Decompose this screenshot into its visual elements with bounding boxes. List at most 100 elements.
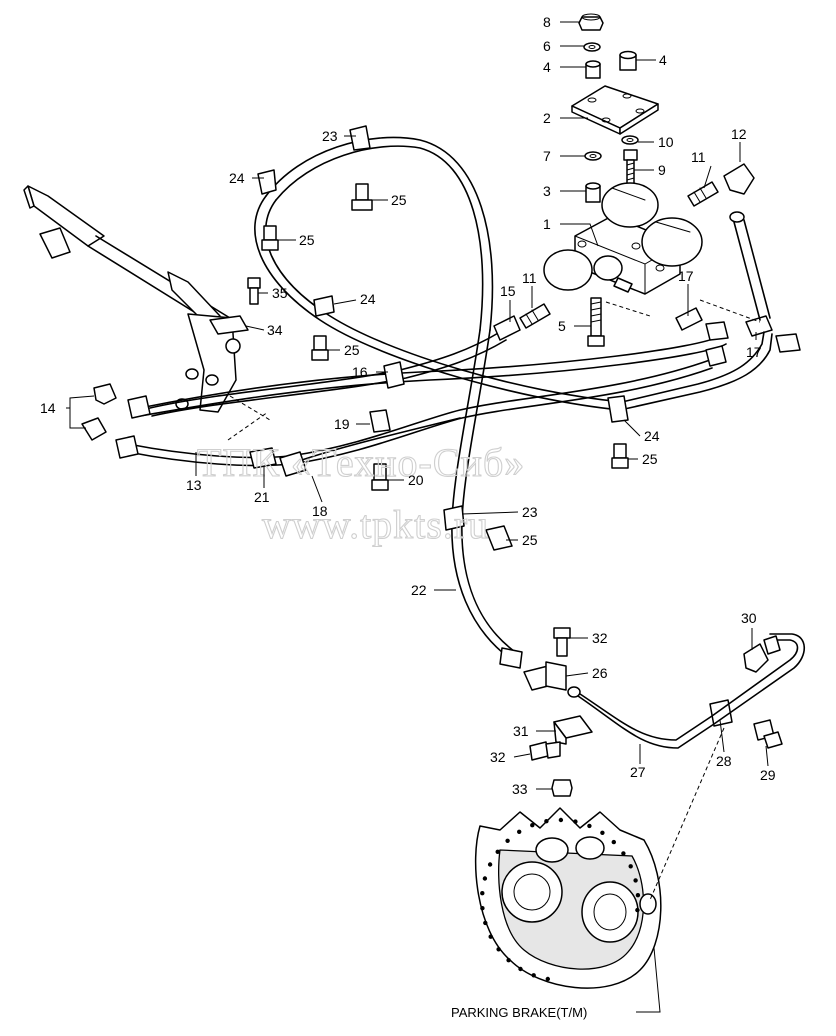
nut-33 [551, 779, 573, 797]
callout-26: 26 [592, 665, 608, 681]
callout-1: 1 [543, 216, 551, 232]
brake-pedal [23, 185, 241, 413]
callout-34: 34 [267, 322, 283, 338]
callout-22: 22 [411, 582, 427, 598]
callout-18: 18 [312, 503, 328, 519]
bracket-26 [523, 661, 567, 691]
bolts-25 [261, 183, 629, 551]
watermark-line2: www.tpkts.ru [262, 502, 489, 547]
elbow-fitting-14-lower [81, 417, 107, 441]
callout-25-d: 25 [642, 451, 658, 467]
callout-25-e: 25 [522, 532, 538, 548]
washer-6 [583, 42, 601, 52]
elbow-30 [743, 635, 781, 673]
flange-bolt-hole [621, 851, 626, 856]
washer-10 [621, 135, 639, 145]
callout-14: 14 [40, 400, 56, 416]
callout-25-c: 25 [344, 342, 360, 358]
flange-bolt-hole [496, 947, 501, 952]
flange-bolt-hole [487, 862, 493, 867]
callout-25-a: 25 [391, 192, 407, 208]
callout-23-upper: 23 [322, 128, 338, 144]
bushing-4-left [585, 60, 601, 79]
callout-2: 2 [543, 110, 551, 126]
bushing-4-right [619, 50, 637, 71]
flange-bolt-hole [530, 823, 535, 828]
reference-lines [227, 299, 761, 901]
bolt-9 [623, 149, 638, 185]
callout-28: 28 [716, 753, 732, 769]
flange-bolt-hole [633, 878, 638, 883]
flange-bolt-hole [505, 838, 510, 843]
flange-bolt-hole [482, 876, 488, 881]
callout-24-mid: 24 [360, 291, 376, 307]
callout-24-lower: 24 [644, 428, 660, 444]
flange-bolt-hole [558, 817, 564, 823]
transmission-housing [474, 807, 662, 989]
flange-bolt-hole [480, 906, 485, 911]
callout-13: 13 [186, 477, 202, 493]
callout-27: 27 [630, 764, 646, 780]
callout-16: 16 [352, 364, 368, 380]
flange-bolt-hole [483, 920, 488, 926]
fitting-17-left [675, 307, 703, 331]
flange-bolt-hole [611, 839, 616, 845]
callout-25-b: 25 [299, 232, 315, 248]
callout-17-right: 17 [746, 344, 762, 360]
hose-end-fittings [115, 315, 801, 669]
flange-bolt-hole [635, 907, 640, 913]
callout-32-upper: 32 [592, 630, 608, 646]
brake-valve-1 [543, 182, 703, 295]
bracket-31 [553, 715, 593, 745]
spacer-3 [585, 182, 601, 203]
callout-24-upper: 24 [229, 170, 245, 186]
bolt-35 [247, 277, 261, 305]
callout-11-lower: 11 [522, 270, 537, 286]
bolt-29 [753, 719, 783, 749]
clamps-24 [257, 125, 733, 727]
callout-31: 31 [513, 723, 529, 739]
callout-12: 12 [731, 126, 747, 142]
elbow-fitting-14-upper [93, 383, 117, 405]
flange-bolt-hole [531, 973, 536, 978]
callout-6: 6 [543, 38, 551, 54]
flange-bolt-hole [506, 958, 511, 963]
fitting-11-upper [687, 181, 719, 207]
housing-bolt-holes [480, 817, 641, 982]
callout-33: 33 [512, 781, 528, 797]
fitting-11-lower [519, 303, 551, 329]
callout-11-upper: 11 [691, 149, 706, 165]
leader-lines [66, 21, 769, 1013]
flange-bolt-hole [495, 849, 500, 854]
callout-35: 35 [272, 285, 288, 301]
brake-lines [127, 136, 773, 661]
nut-8 [578, 13, 604, 31]
callout-30: 30 [741, 610, 757, 626]
flange-bolt-hole [600, 830, 605, 835]
callout-15: 15 [500, 283, 516, 299]
watermark-line1: ТПК «Техно-Сиб» [197, 440, 525, 485]
callout-4-left: 4 [543, 59, 551, 75]
callout-23-lower: 23 [522, 504, 538, 520]
callout-7: 7 [543, 148, 551, 164]
flange-bolt-hole [635, 893, 641, 898]
flange-bolt-hole [488, 934, 493, 939]
flange-bolt-hole [544, 819, 549, 824]
flange-bolt-hole [628, 864, 633, 869]
bracket-34 [209, 315, 249, 335]
washer-7 [584, 151, 602, 161]
elbow-12 [723, 163, 755, 223]
callout-10: 10 [658, 134, 674, 150]
callout-5: 5 [558, 318, 566, 334]
callout-9: 9 [658, 162, 666, 178]
flange-bolt-hole [480, 891, 485, 896]
bracket-plate-2 [571, 85, 659, 135]
bolt-5 [587, 297, 605, 347]
flange-bolt-hole [517, 829, 522, 834]
pipe-27 [567, 633, 806, 749]
flange-bolt-hole [573, 819, 578, 824]
callout-20: 20 [408, 472, 424, 488]
flange-bolt-hole [545, 976, 550, 982]
bolt-32-lower [529, 741, 561, 761]
